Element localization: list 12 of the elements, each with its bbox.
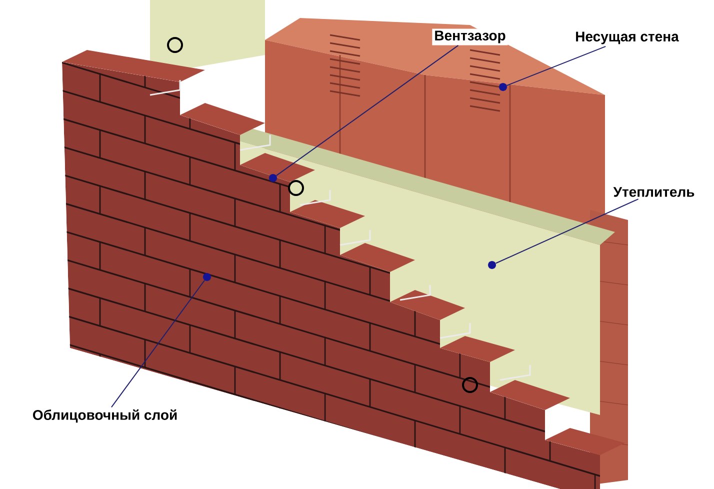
leader-line [506, 46, 606, 86]
marker-dot [203, 272, 211, 281]
part-label: Несущая стена [573, 30, 681, 46]
leader-line [110, 280, 206, 408]
part-label: Облицовочный слой [30, 407, 180, 425]
part-label: Вентзазор [432, 28, 508, 46]
leader-line [495, 198, 639, 264]
marker-dot [488, 261, 496, 269]
leader-line [276, 44, 459, 176]
part-label: Утеплитель [611, 185, 697, 199]
marker-dot [269, 174, 277, 182]
marker-dot [499, 83, 507, 91]
